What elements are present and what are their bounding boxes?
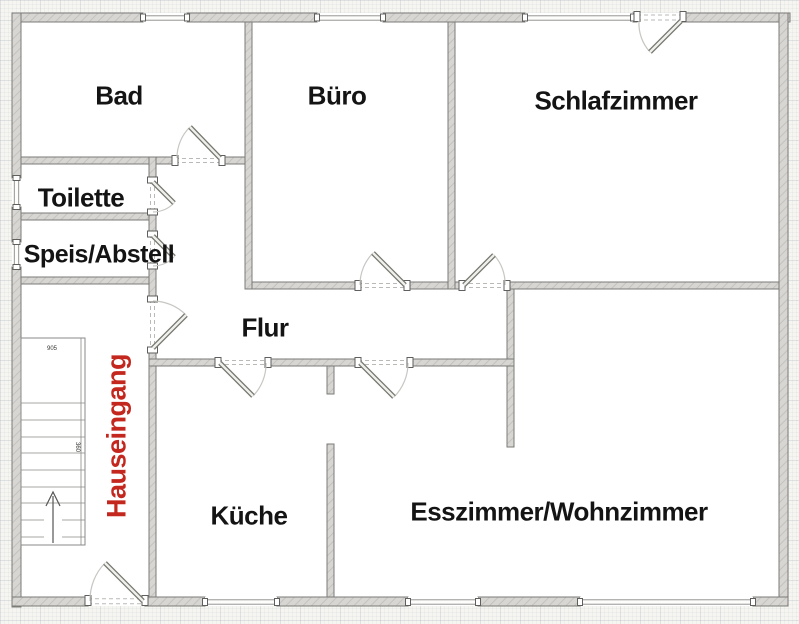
door-hauseingang [84, 561, 149, 606]
window-toilette [12, 175, 21, 210]
window-esszimmer-west [405, 597, 481, 606]
door-buero [354, 251, 411, 291]
room-label-speis: Speis/Abstell [23, 240, 175, 269]
room-label-toilette: Toilette [37, 182, 125, 213]
stairs-dim-top: 905 [47, 346, 58, 352]
stairs-up-arrow [45, 490, 61, 543]
stairs-dim-side: 360 [74, 442, 80, 453]
window-kueche [202, 597, 280, 606]
plan-footprint [12, 13, 788, 606]
inner-walls [20, 21, 780, 598]
window-speis [12, 239, 21, 270]
room-label-schlafzimmer: Schlafzimmer [534, 85, 698, 116]
doors [84, 11, 687, 606]
door-kueche [214, 357, 272, 398]
door-schlafzimmer-top [633, 11, 687, 54]
window-bad [140, 13, 190, 22]
windows [12, 13, 756, 606]
room-label-flur: Flur [241, 312, 289, 343]
room-label-hauseingang: Hauseingang [101, 353, 132, 519]
outer-walls [11, 12, 791, 608]
room-label-bad: Bad [95, 80, 143, 111]
door-bad [171, 125, 226, 166]
door-toilette [147, 176, 176, 216]
room-label-kueche: Küche [210, 500, 288, 531]
window-buero [314, 13, 386, 22]
stairs: 905 360 [20, 337, 86, 546]
room-label-esszimmer: Esszimmer/Wohnzimmer [410, 496, 708, 527]
door-schlafzimmer [458, 253, 511, 291]
door-flur-passage [147, 295, 188, 354]
door-esszimmer [354, 357, 414, 399]
window-wohnzimmer [577, 597, 756, 606]
door-speis [147, 230, 176, 270]
window-schlafzimmer [522, 13, 636, 22]
room-label-buero: Büro [307, 80, 367, 111]
